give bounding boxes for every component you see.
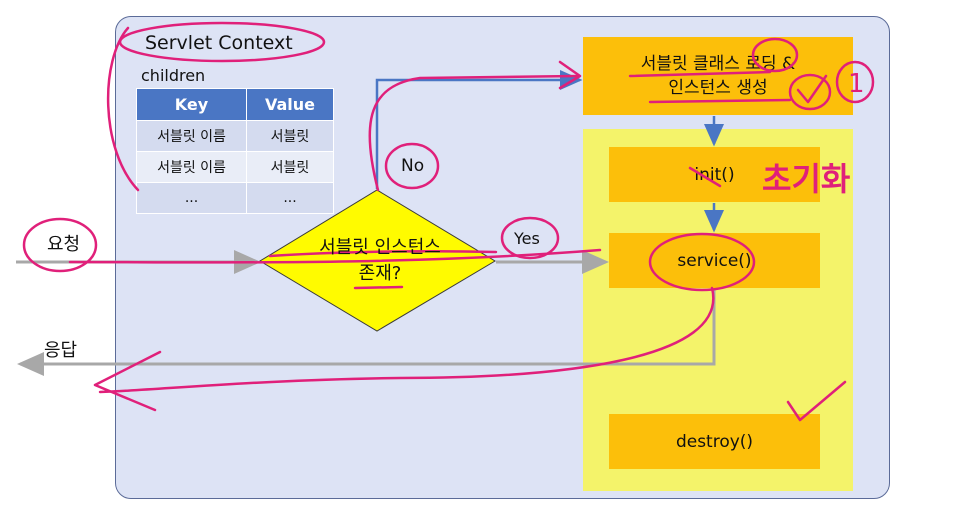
underline-exist <box>353 285 404 290</box>
no-trace <box>368 74 580 192</box>
request-label: 요청 <box>47 234 81 255</box>
class-loading-line1: 서블릿 클래스 로딩 & <box>640 54 796 74</box>
step-one-number: 1 <box>848 69 865 99</box>
table-cell-key: 서블릿 이름 <box>136 120 247 152</box>
destroy-label: destroy() <box>675 431 754 452</box>
yes-label: Yes <box>514 229 540 248</box>
decision-text: 서블릿 인스턴스 존재? <box>292 235 468 287</box>
table-row: 서블릿 이름 서블릿 <box>136 151 334 183</box>
check-mark-destroy <box>786 380 847 422</box>
init-box: init() <box>609 147 820 202</box>
circle-create-word <box>788 73 832 111</box>
column-header-value: Value <box>246 88 334 121</box>
decision-line1: 서블릿 인스턴스 <box>319 237 441 258</box>
decision-line2: 존재? <box>358 263 402 284</box>
handwritten-annotations <box>22 21 875 422</box>
response-arrowhead <box>93 350 162 412</box>
table-cell-key: ... <box>136 182 247 214</box>
underline-decision <box>268 249 498 258</box>
response-trace <box>98 286 715 394</box>
table-row: 서블릿 이름 서블릿 <box>136 120 334 152</box>
table-row: ... ... <box>136 182 334 214</box>
service-label: service() <box>677 250 752 271</box>
underline-instance <box>648 98 792 104</box>
circle-service <box>648 232 756 292</box>
underline-loading <box>628 70 772 78</box>
response-label: 응답 <box>44 340 78 361</box>
circle-request <box>22 217 98 273</box>
curve-context-to-table <box>106 26 140 192</box>
circle-loading-word <box>751 37 799 73</box>
service-box: service() <box>609 233 820 288</box>
strike-init <box>688 166 722 188</box>
handwritten-init-note: 초기화 <box>762 160 850 198</box>
circle-yes <box>500 216 560 260</box>
class-loading-line2: 인스턴스 생성 <box>668 78 768 98</box>
no-arrow <box>375 70 583 189</box>
response-arrow <box>16 289 716 376</box>
children-label: children <box>141 66 206 85</box>
circle-servlet-context <box>118 21 326 63</box>
destroy-box: destroy() <box>609 414 820 469</box>
table-cell-value: ... <box>246 182 334 214</box>
servlet-context-title: Servlet Context <box>145 32 293 54</box>
table-cell-value: 서블릿 <box>246 120 334 152</box>
table-cell-key: 서블릿 이름 <box>136 151 247 183</box>
circle-step-one <box>835 60 875 104</box>
no-label: No <box>401 156 425 176</box>
init-label: init() <box>694 164 735 185</box>
children-table: Key Value 서블릿 이름 서블릿 서블릿 이름 서블릿 ... ... <box>136 88 334 214</box>
no-trace-arrowhead <box>558 60 582 90</box>
table-header-row: Key Value <box>136 88 334 121</box>
circle-no <box>384 142 440 190</box>
table-cell-value: 서블릿 <box>246 151 334 183</box>
check-mark-create <box>796 74 828 104</box>
